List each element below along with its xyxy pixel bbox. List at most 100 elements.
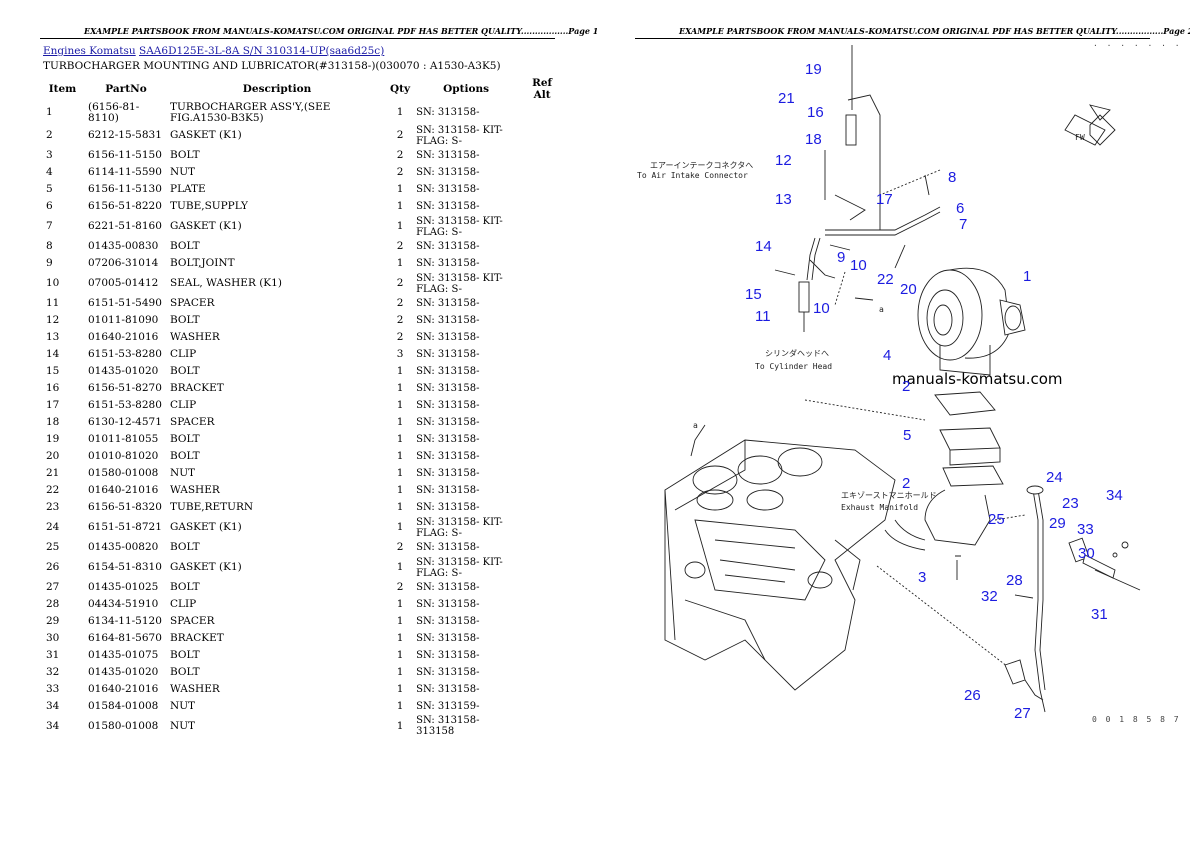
breadcrumb-link-model[interactable]: SAA6D125E-3L-8A S/N 310314-UP(saa6d25c) (139, 45, 385, 57)
cell-qty: 2 (396, 331, 404, 343)
cell-partno: 6134-11-5120 (88, 615, 162, 627)
callout-number: 23 (1062, 495, 1079, 512)
cell-qty: 2 (396, 541, 404, 553)
cell-item: 11 (46, 297, 60, 309)
callout-number: 9 (837, 249, 845, 266)
cell-ref-alt (519, 181, 565, 198)
cell-ref-alt (519, 431, 565, 448)
cell-item: 15 (46, 365, 60, 377)
cell-description: BOLT (170, 240, 200, 252)
cell-qty: 2 (396, 149, 404, 161)
cell-partno: 6151-51-5490 (88, 297, 162, 309)
callout-number: 12 (775, 152, 792, 169)
cell-options: SN: 313158- (416, 315, 480, 326)
callout-number: 24 (1046, 469, 1063, 486)
callout-number: 11 (755, 308, 771, 325)
cell-ref-alt (519, 397, 565, 414)
cell-item: 23 (46, 501, 60, 513)
cell-options: SN: 313158-313158 (416, 715, 480, 737)
cell-description: BOLT,JOINT (170, 257, 235, 269)
breadcrumb-link-engines[interactable]: Engines Komatsu (43, 45, 136, 57)
cell-options: SN: 313158- (416, 258, 480, 269)
cell-qty: 2 (396, 166, 404, 178)
cell-ref-alt (519, 414, 565, 431)
cell-description: BOLT (170, 149, 200, 161)
cell-options: SN: 313158- (416, 298, 480, 309)
cell-options: SN: 313158- (416, 417, 480, 428)
cell-item: 8 (46, 240, 53, 252)
callout-number: 2 (902, 378, 910, 395)
cell-ref-alt (519, 124, 565, 147)
callout-number: 25 (988, 511, 1005, 528)
cell-qty: 1 (396, 649, 404, 661)
cell-qty: 1 (396, 484, 404, 496)
cell-qty: 2 (396, 277, 404, 289)
cell-item: 26 (46, 561, 60, 573)
cell-description: TUBE,SUPPLY (170, 200, 248, 212)
cell-qty: 1 (396, 598, 404, 610)
cell-item: 29 (46, 615, 60, 627)
cell-item: 30 (46, 632, 60, 644)
cell-options: SN: 313158- (416, 107, 480, 118)
cell-ref-alt (519, 346, 565, 363)
cell-options: SN: 313158- (416, 633, 480, 644)
cell-options: SN: 313158- (416, 150, 480, 161)
cell-item: 3 (46, 149, 53, 161)
cell-options: SN: 313158- (416, 616, 480, 627)
cell-item: 16 (46, 382, 60, 394)
column-header-description: Description (242, 83, 312, 95)
cell-ref-alt (519, 516, 565, 539)
cell-ref-alt (519, 255, 565, 272)
table-header-row: Item PartNo Description Qty Options Ref … (40, 77, 565, 101)
cell-ref-alt (519, 664, 565, 681)
cell-partno: 01011-81055 (88, 433, 159, 445)
cell-ref-alt (519, 556, 565, 579)
cell-item: 21 (46, 467, 60, 479)
callout-number: 22 (877, 271, 894, 288)
parts-list-page: EXAMPLE PARTSBOOK FROM MANUALS-KOMATSU.C… (40, 26, 598, 737)
cell-description: WASHER (170, 331, 220, 343)
cell-qty: 1 (396, 200, 404, 212)
cell-qty: 1 (396, 632, 404, 644)
cell-partno: 6156-51-8320 (88, 501, 162, 513)
cell-partno: 01435-00820 (88, 541, 159, 553)
page-header: EXAMPLE PARTSBOOK FROM MANUALS-KOMATSU.C… (679, 26, 1190, 36)
cell-options: SN: 313158- (416, 599, 480, 610)
cell-partno: 01640-21016 (88, 331, 159, 343)
cell-description: BOLT (170, 314, 200, 326)
cell-options: SN: 313158- (416, 201, 480, 212)
cell-options: SN: 313158- (416, 582, 480, 593)
callout-number: 26 (964, 687, 981, 704)
callout-number: 7 (959, 216, 967, 233)
cell-options: SN: 313158- (416, 485, 480, 496)
cell-partno: 01640-21016 (88, 484, 159, 496)
cell-partno: 6130-12-4571 (88, 416, 162, 428)
cell-qty: 1 (396, 382, 404, 394)
cell-options: SN: 313159- (416, 701, 480, 712)
cell-description: TURBOCHARGER ASS'Y,(SEE FIG.A1530-B3K5) (170, 100, 331, 124)
cell-qty: 2 (396, 297, 404, 309)
cell-partno: 01435-01025 (88, 581, 159, 593)
cell-ref-alt (519, 630, 565, 647)
cell-description: NUT (170, 700, 196, 712)
callout-number: 6 (956, 200, 964, 217)
cell-item: 12 (46, 314, 60, 326)
exploded-parts-diagram: a (637, 45, 1141, 722)
label-air-intake-ja: エアーインテークコネクタへ (650, 161, 753, 170)
cell-description: NUT (170, 467, 196, 479)
callout-number: 18 (805, 131, 822, 148)
cell-description: BOLT (170, 649, 200, 661)
cell-item: 18 (46, 416, 60, 428)
cell-qty: 1 (396, 521, 404, 533)
